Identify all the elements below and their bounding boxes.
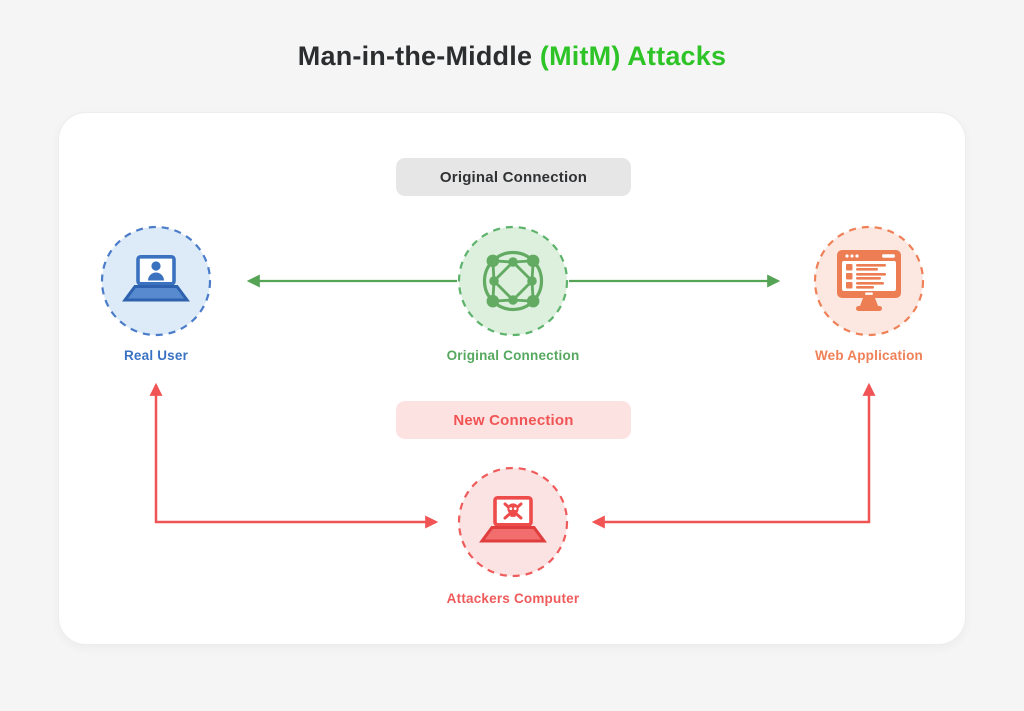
badge-original-connection: Original Connection	[396, 158, 631, 196]
node-attacker	[457, 466, 569, 578]
badge-new-connection: New Connection	[396, 401, 631, 439]
network-mesh-icon	[457, 225, 569, 337]
node-real-user	[100, 225, 212, 337]
node-original-connection	[457, 225, 569, 337]
node-label-web-application: Web Application	[814, 348, 923, 363]
laptop-user-icon	[100, 225, 212, 337]
web-app-monitor-icon	[813, 225, 925, 337]
node-web-application	[813, 225, 925, 337]
badge-new-connection-label: New Connection	[453, 411, 574, 429]
diagram-card: Original Connection New Connection Real …	[58, 112, 966, 645]
node-label-original-connection: Original Connection	[446, 348, 580, 363]
page-title-prefix: Man-in-the-Middle	[297, 41, 533, 71]
laptop-skull-icon	[457, 466, 569, 578]
node-label-real-user: Real User	[123, 348, 189, 363]
page-title: Man-in-the-Middle (MitM) Attacks	[0, 41, 1024, 72]
connection-arrows	[149, 274, 876, 529]
badge-original-connection-label: Original Connection	[439, 168, 588, 186]
page-title-highlight: (MitM) Attacks	[539, 41, 727, 71]
dashed-circle-green	[457, 225, 569, 337]
node-label-attacker: Attackers Computer	[446, 591, 580, 606]
